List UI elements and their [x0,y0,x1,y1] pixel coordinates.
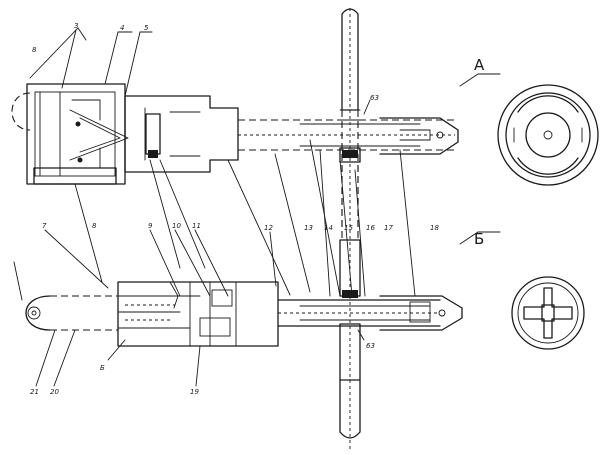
lower-end-cap [379,295,463,331]
leader-lines [13,27,501,387]
callout-19: 19 [190,388,199,396]
vertical-shaft [339,8,361,450]
lower-main-body [117,281,279,347]
callout-18: 18 [430,224,439,232]
callout-63-top: 63 [370,94,379,102]
callout-15: 15 [344,224,353,232]
callout-63-bottom: 63 [366,342,375,350]
callout-16: 16 [366,224,375,232]
lower-shaft [277,299,441,327]
callout-21: 21 [30,388,39,396]
callout-7: 7 [42,222,47,230]
upper-left-loop [11,92,31,131]
callout-5: 5 [144,24,149,32]
view-label-a: А [474,56,485,74]
callout-9: 9 [148,222,153,230]
upper-assembly [11,83,459,185]
upper-rear-housing [26,83,126,185]
view-label-b: Б [474,230,484,248]
callout-8: 8 [92,222,97,230]
callout-4: 4 [120,24,124,32]
callout-20: 20 [50,388,59,396]
upper-shaft [238,119,455,151]
callout-b-small: Б [100,364,105,372]
callout-11: 11 [192,222,201,230]
lower-left-loop [25,295,51,331]
callout-8-top: 8 [32,46,37,54]
callout-14: 14 [324,224,333,232]
upper-end-cap [379,117,459,155]
callout-12: 12 [264,224,273,232]
section-view-b [511,276,585,350]
callout-17: 17 [384,224,393,232]
labels: А Б 3 8 4 5 7 8 9 10 11 12 13 14 15 16 1… [30,22,485,396]
upper-collar [124,95,239,173]
lower-assembly [25,281,463,347]
callout-10: 10 [172,222,181,230]
callout-3: 3 [74,22,78,30]
section-view-a [497,84,599,186]
callout-13: 13 [304,224,313,232]
